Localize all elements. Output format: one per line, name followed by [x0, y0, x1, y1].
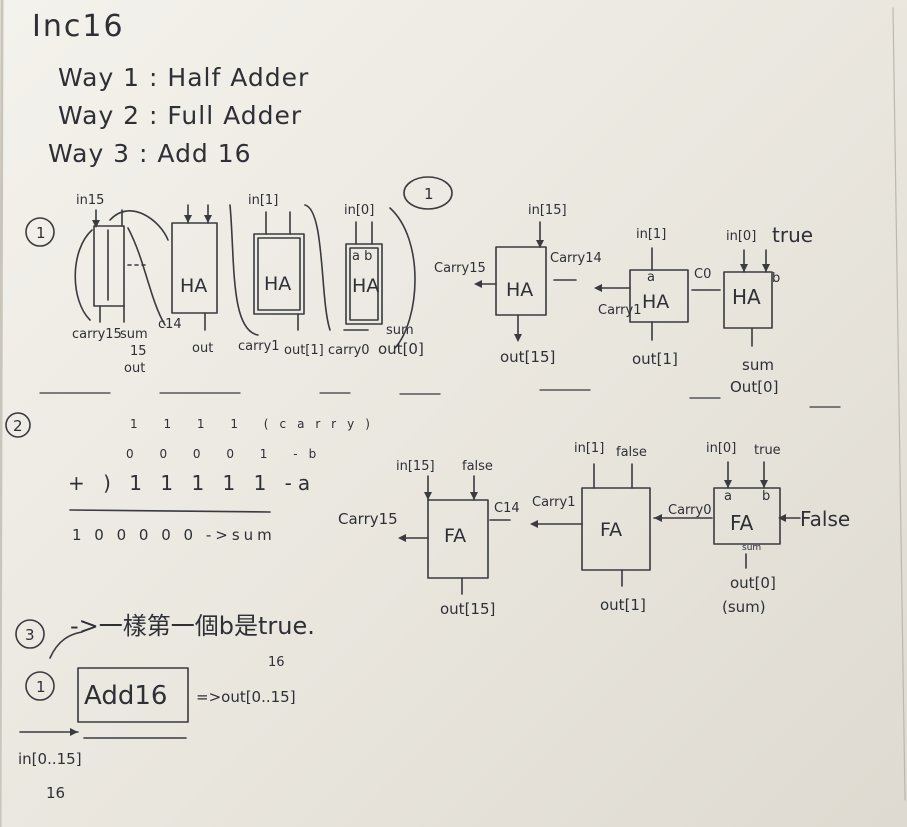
marker-circle [25, 217, 55, 247]
way1-left-out0: out[0] [378, 340, 424, 358]
ha0-out0: Out[0] [730, 378, 778, 396]
way1-left-out-1: out [124, 361, 145, 376]
way2-diagram: 2 1 1 1 1 (carry) 0 0 0 0 1 -b + ) 1 1 1… [5, 412, 850, 618]
way-1-line: Way 1 : Half Adder [58, 63, 309, 92]
carry14-label: Carry14 [550, 251, 602, 266]
fa1-label: FA [600, 519, 622, 541]
way1-left-out-2: out [192, 341, 213, 356]
way1-left-in0: in[0] [344, 203, 374, 218]
way1-left-15: 15 [130, 344, 147, 359]
carry15-label: Carry15 [434, 261, 486, 276]
ha0-pin-b: b [772, 271, 780, 286]
way3-sub-marker: 1 [36, 678, 46, 696]
ha-chip-4 [345, 243, 383, 325]
sum-row: 1 0 0 0 0 0 ->sum [72, 526, 276, 544]
way1-left-carry15: carry15 [72, 327, 122, 342]
ha-chip-2 [171, 222, 218, 314]
fa0-sum-note: (sum) [722, 598, 766, 616]
way3-note: ->一樣第一個b是true. [70, 612, 315, 640]
way1-left-carry1: carry1 [238, 339, 280, 354]
way1-left-marker: 1 [36, 224, 46, 242]
way1-right-marker: 1 [424, 185, 434, 203]
carry1-label: Carry1 [598, 303, 641, 318]
out1-label: out[1] [632, 350, 678, 368]
fa15-carry: Carry15 [338, 510, 398, 528]
fa0-in: in[0] [706, 441, 736, 456]
fa0-label: FA [730, 511, 754, 535]
page-title: Inc16 [32, 9, 125, 44]
way1-left-out1: out[1] [284, 343, 324, 358]
fa0-chip [713, 487, 781, 545]
fa15-false: false [462, 459, 493, 474]
fa15-out: out[15] [440, 600, 495, 618]
fa1-in: in[1] [574, 441, 604, 456]
fa0-out: out[0] [730, 574, 776, 592]
ha-chip-3-label: HA [264, 273, 291, 295]
ha-chip-1 [93, 225, 125, 307]
add16-bus-in: 16 [46, 784, 65, 802]
ha15-label: HA [506, 279, 533, 301]
carry-row: 1 1 1 1 (carry) [130, 417, 381, 431]
fa0-pin-a: a [724, 489, 732, 504]
marker-circle [25, 671, 55, 701]
ha-chip-4-label: HA [352, 275, 379, 297]
ha-chip-4-pins: a b [352, 249, 372, 264]
out15-label: out[15] [500, 348, 555, 366]
fa0-false: False [800, 507, 850, 531]
ha1-chip [629, 269, 689, 323]
ha1-label: HA [642, 291, 669, 313]
c0-label: C0 [694, 267, 711, 282]
ha-chip-3 [253, 233, 305, 315]
fa1-out: out[1] [600, 596, 646, 614]
add16-chip [77, 667, 189, 723]
b-row: 0 0 0 0 1 -b [126, 447, 327, 461]
ha15-chip [495, 246, 547, 316]
ha-chip-2-label: HA [180, 275, 207, 297]
add16-bus-out: 16 [268, 655, 285, 670]
way1-right-diagram: 1 HA in[15] Carry15 Carry14 out[15] a HA… [403, 176, 813, 396]
way1-left-diagram: 1 HA HA a b HA in15 [25, 193, 424, 376]
fa15-in: in[15] [396, 459, 435, 474]
fa1-carry: Carry1 [532, 495, 575, 510]
ha0-label: HA [732, 285, 761, 309]
fa1-false: false [616, 445, 647, 460]
fa1-chip [581, 487, 651, 571]
fa0-pin-sum: sum [742, 543, 761, 553]
way1-left-sum: sum [120, 327, 148, 342]
a-row: + ) 1 1 1 1 1 -a [68, 471, 316, 495]
way1-left-in1: in[1] [248, 193, 278, 208]
ha0-chip [723, 271, 773, 329]
add16-out: =>out[0..15] [196, 688, 296, 706]
way1-left-in15: in15 [76, 193, 104, 208]
ha15-in: in[15] [528, 203, 567, 218]
add16-in: in[0..15] [18, 750, 82, 768]
fa15-label: FA [444, 525, 466, 547]
ha1-in: in[1] [636, 227, 666, 242]
way3-marker: 3 [25, 626, 35, 644]
ha0-in: in[0] [726, 229, 756, 244]
ha0-true: true [772, 223, 813, 247]
way1-left-carry0: carry0 [328, 343, 370, 358]
ha0-sum: sum [742, 356, 774, 374]
way-3-line: Way 3 : Add 16 [48, 139, 252, 168]
fa0-true: true [754, 443, 781, 458]
marker-circle [15, 619, 45, 649]
way2-marker: 2 [13, 417, 23, 435]
fa15-c14: C14 [494, 501, 520, 516]
arrow-heads [70, 215, 786, 736]
fa15-chip [427, 499, 489, 579]
fa0-carry: Carry0 [668, 503, 711, 518]
fa0-pin-b: b [762, 489, 770, 504]
way3-diagram: 3 ->一樣第一個b是true. 1 Add16 =>out[0..15] 16… [15, 612, 315, 802]
marker-circle [5, 412, 31, 438]
way1-left-sum0: sum [386, 323, 414, 338]
way1-left-c14: c14 [158, 317, 182, 332]
ha1-pin-a: a [647, 270, 655, 285]
add16-label: Add16 [84, 681, 167, 711]
marker-circle [403, 176, 453, 210]
way-2-line: Way 2 : Full Adder [58, 101, 302, 130]
